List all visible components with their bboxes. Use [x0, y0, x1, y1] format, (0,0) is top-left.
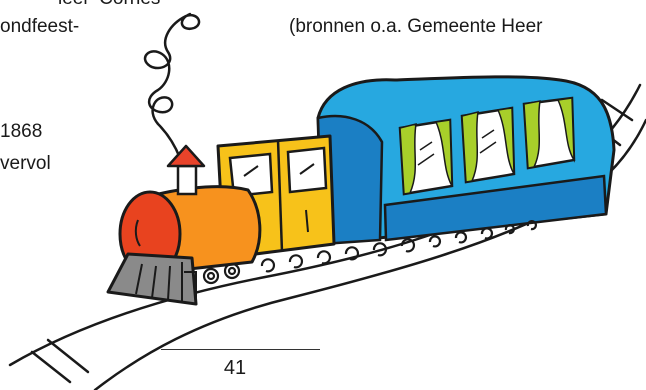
steam-curl-icon [143, 12, 201, 160]
text-fragment-top: ieel- Cornes [58, 0, 160, 10]
text-fragment-3: vervol [0, 153, 51, 174]
source-note: (bronnen o.a. Gemeente Heer [289, 16, 543, 37]
page-number: 41 [223, 357, 247, 379]
text-fragment-1: ondfeest- [0, 16, 80, 37]
footer-rule [161, 349, 320, 350]
wheel-spirals [202, 220, 537, 285]
locomotive-icon [106, 144, 262, 306]
carriage-icon [316, 75, 616, 246]
text-fragment-2: 1868 [0, 121, 43, 142]
